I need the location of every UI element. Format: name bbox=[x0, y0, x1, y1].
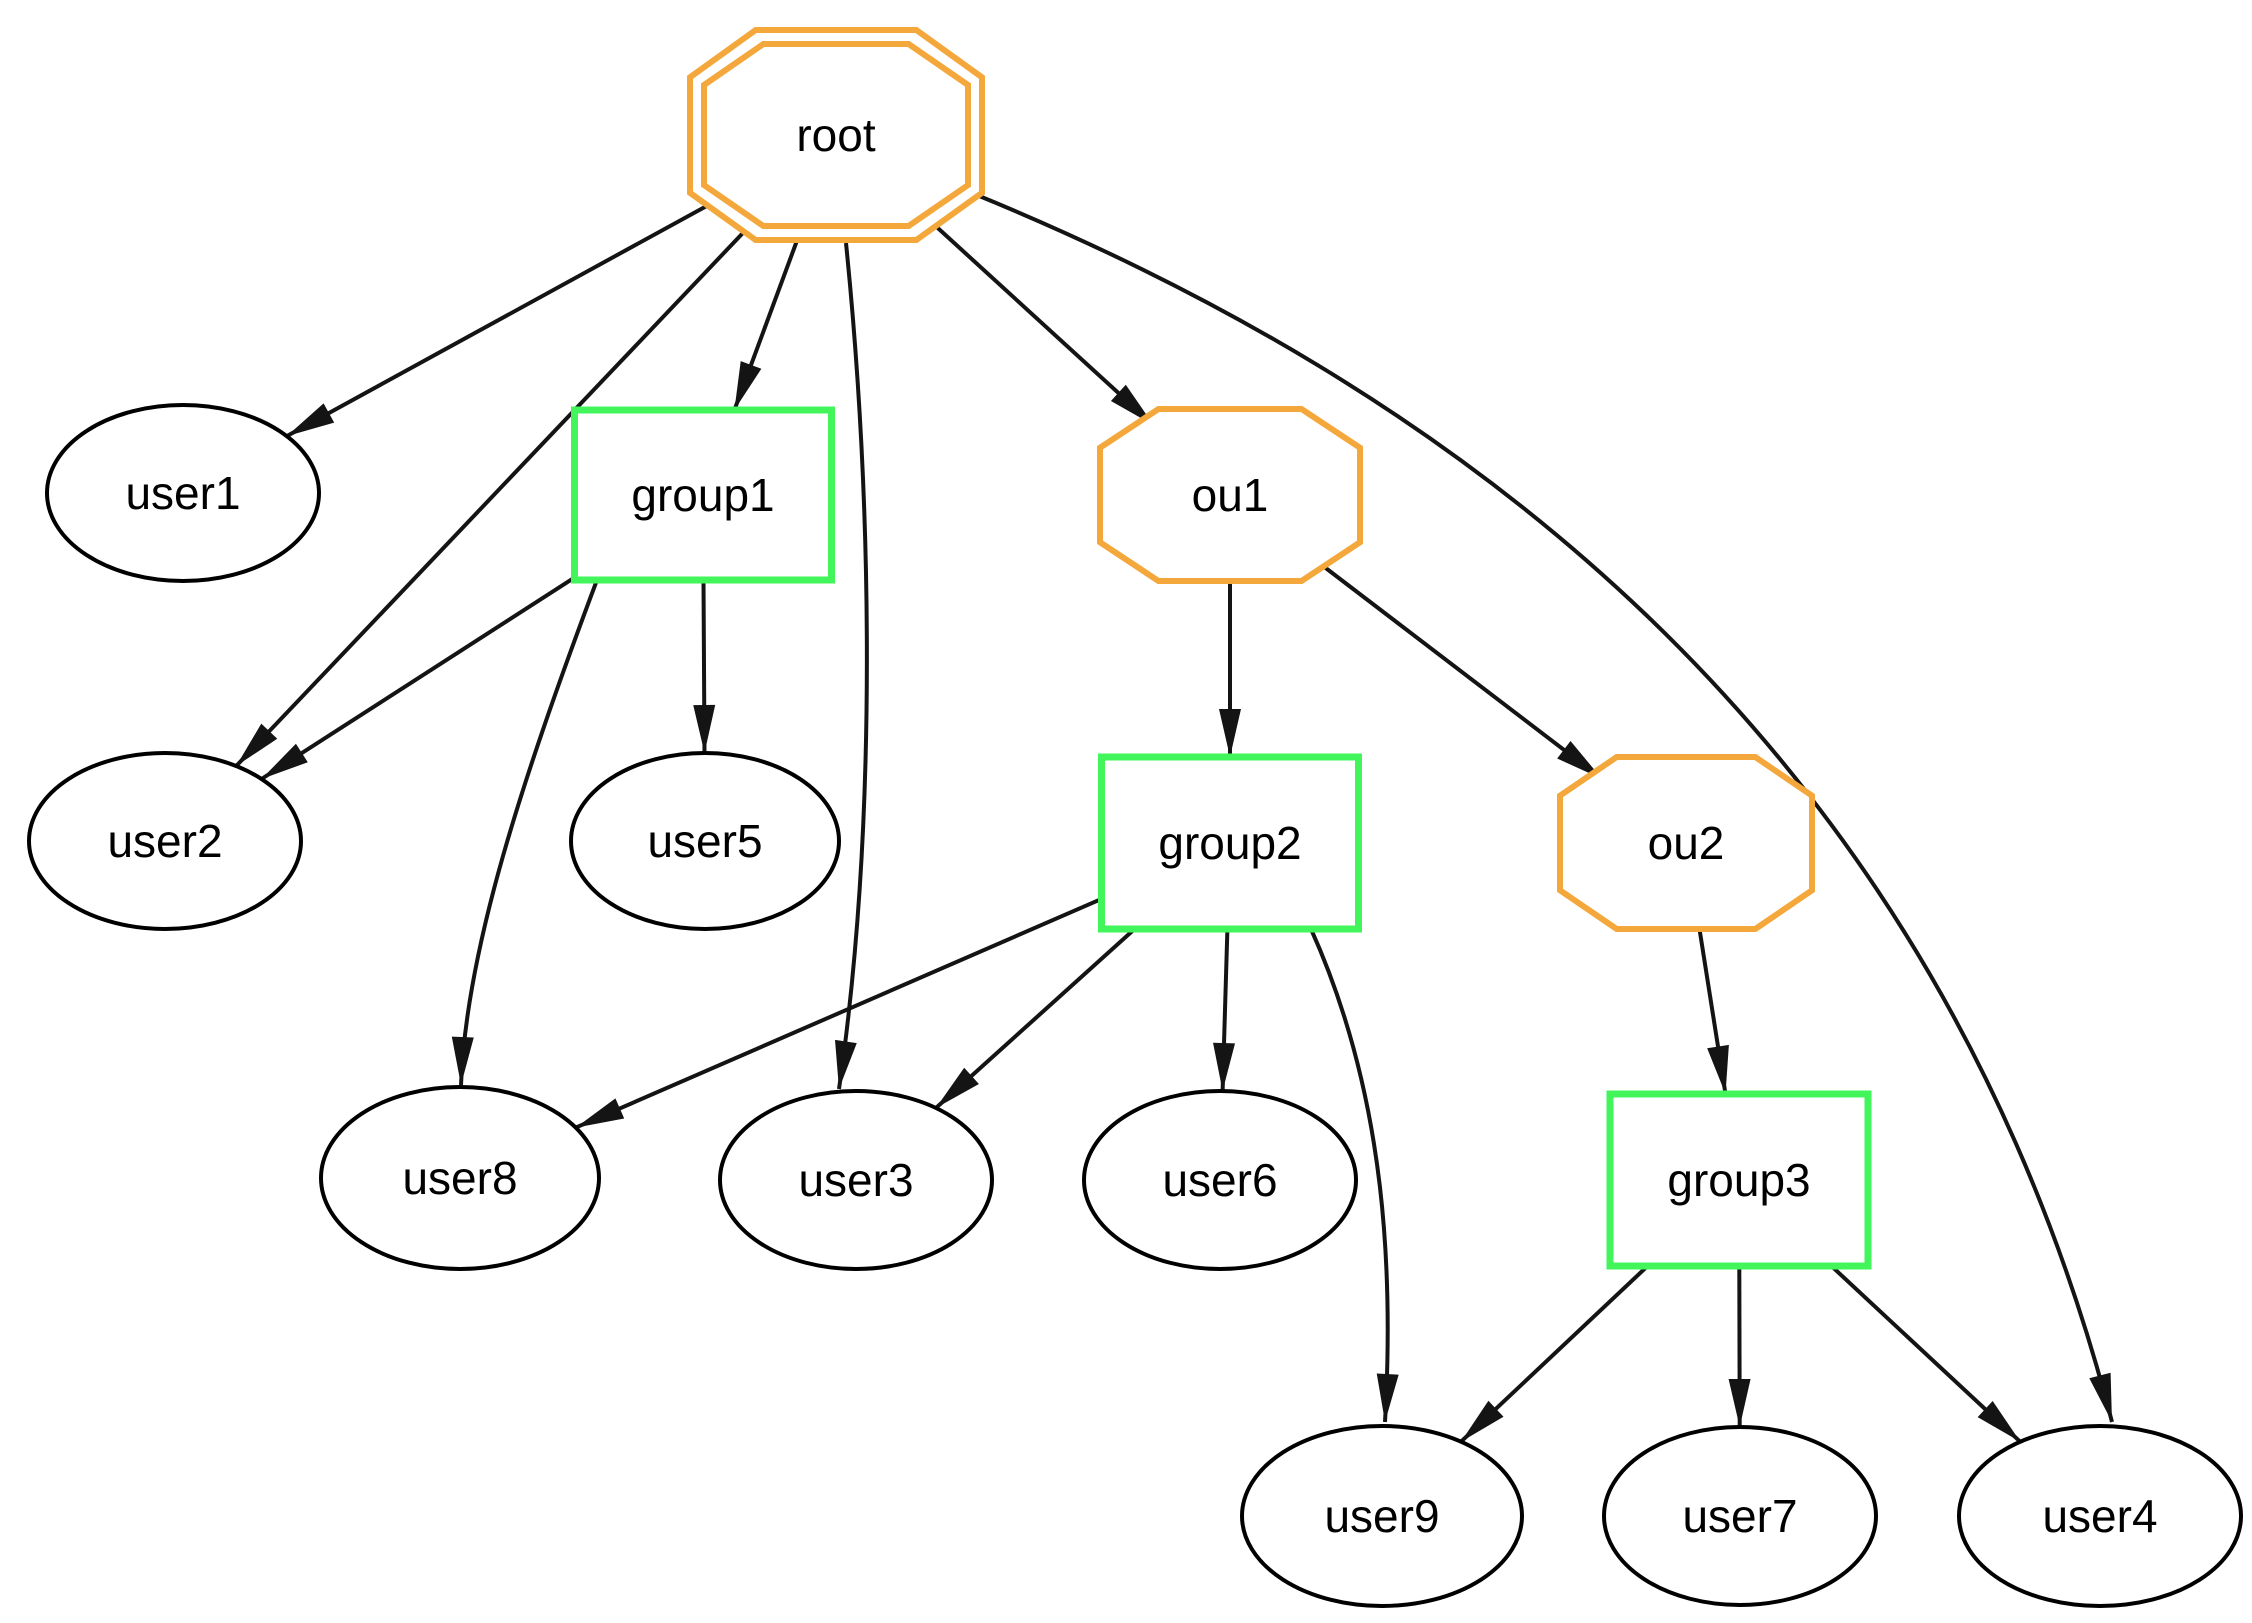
node-user3: user3 bbox=[718, 1089, 994, 1271]
node-root: root bbox=[687, 27, 985, 243]
node-user7: user7 bbox=[1602, 1425, 1878, 1607]
node-ou1: ou1 bbox=[1097, 406, 1363, 584]
node-root-shape bbox=[687, 27, 985, 243]
node-user9-label: user9 bbox=[1324, 1490, 1439, 1542]
edge-root-user3 bbox=[834, 242, 869, 1090]
node-user4: user4 bbox=[1957, 1424, 2243, 1608]
node-user6-shape bbox=[1082, 1089, 1358, 1271]
node-group1-label: group1 bbox=[631, 469, 774, 521]
node-user5-label: user5 bbox=[647, 815, 762, 867]
edge-root-user4 bbox=[971, 191, 2114, 1423]
node-root-label: root bbox=[796, 109, 875, 161]
edge-group3-user9 bbox=[1459, 1264, 1649, 1444]
edge-ou1-ou2 bbox=[1313, 558, 1604, 781]
node-user7-label: user7 bbox=[1682, 1490, 1797, 1542]
node-user3-label: user3 bbox=[798, 1154, 913, 1206]
node-user1-label: user1 bbox=[125, 467, 240, 519]
node-user4-shape bbox=[1957, 1424, 2243, 1608]
edge-root-user2 bbox=[234, 220, 756, 768]
node-root-inner-shape bbox=[701, 41, 971, 229]
node-user6: user6 bbox=[1082, 1089, 1358, 1271]
node-user1: user1 bbox=[45, 403, 321, 583]
node-user5: user5 bbox=[569, 751, 841, 931]
node-ou2-shape bbox=[1557, 754, 1815, 932]
node-user2-label: user2 bbox=[107, 815, 222, 867]
node-user7-shape bbox=[1602, 1425, 1878, 1607]
node-user4-label: user4 bbox=[2042, 1490, 2157, 1542]
edge-root-ou1 bbox=[924, 216, 1156, 427]
node-group3-label: group3 bbox=[1667, 1154, 1810, 1206]
node-user8: user8 bbox=[319, 1085, 601, 1271]
node-ou1-label: ou1 bbox=[1192, 469, 1269, 521]
node-ou2: ou2 bbox=[1557, 754, 1815, 932]
node-user6-label: user6 bbox=[1162, 1154, 1277, 1206]
node-group1: group1 bbox=[571, 406, 835, 584]
edge-group2-user9 bbox=[1309, 928, 1399, 1423]
node-group2: group2 bbox=[1098, 753, 1362, 933]
edges-layer bbox=[234, 191, 2114, 1444]
node-group3: group3 bbox=[1606, 1090, 1872, 1270]
node-user5-shape bbox=[569, 751, 841, 931]
node-user9-shape bbox=[1240, 1424, 1524, 1608]
edge-group2-user8 bbox=[575, 897, 1103, 1130]
node-user9: user9 bbox=[1240, 1424, 1524, 1608]
edge-group1-user5 bbox=[693, 579, 716, 754]
edge-group1-user8 bbox=[451, 579, 599, 1086]
edge-root-user1 bbox=[285, 196, 721, 438]
node-user8-label: user8 bbox=[402, 1152, 517, 1204]
node-group2-shape bbox=[1098, 753, 1362, 933]
node-user3-shape bbox=[718, 1089, 994, 1271]
edge-root-group1 bbox=[732, 235, 801, 411]
edge-group2-user3 bbox=[934, 927, 1136, 1110]
node-group3-shape bbox=[1606, 1090, 1872, 1270]
node-user1-shape bbox=[45, 403, 321, 583]
edge-group2-user6 bbox=[1213, 928, 1236, 1092]
node-ou2-label: ou2 bbox=[1648, 817, 1725, 869]
node-user2: user2 bbox=[27, 751, 303, 931]
node-group1-shape bbox=[571, 406, 835, 584]
edge-group1-user2 bbox=[260, 575, 576, 781]
node-group2-label: group2 bbox=[1158, 817, 1301, 869]
node-user8-shape bbox=[319, 1085, 601, 1271]
nodes-layer: root user1 group1 ou1 user2 user5 group2 ou2 use… bbox=[27, 27, 2243, 1608]
node-user2-shape bbox=[27, 751, 303, 931]
node-ou1-shape bbox=[1097, 406, 1363, 584]
edge-ou2-group3 bbox=[1697, 928, 1729, 1095]
edge-group3-user4 bbox=[1830, 1264, 2022, 1444]
